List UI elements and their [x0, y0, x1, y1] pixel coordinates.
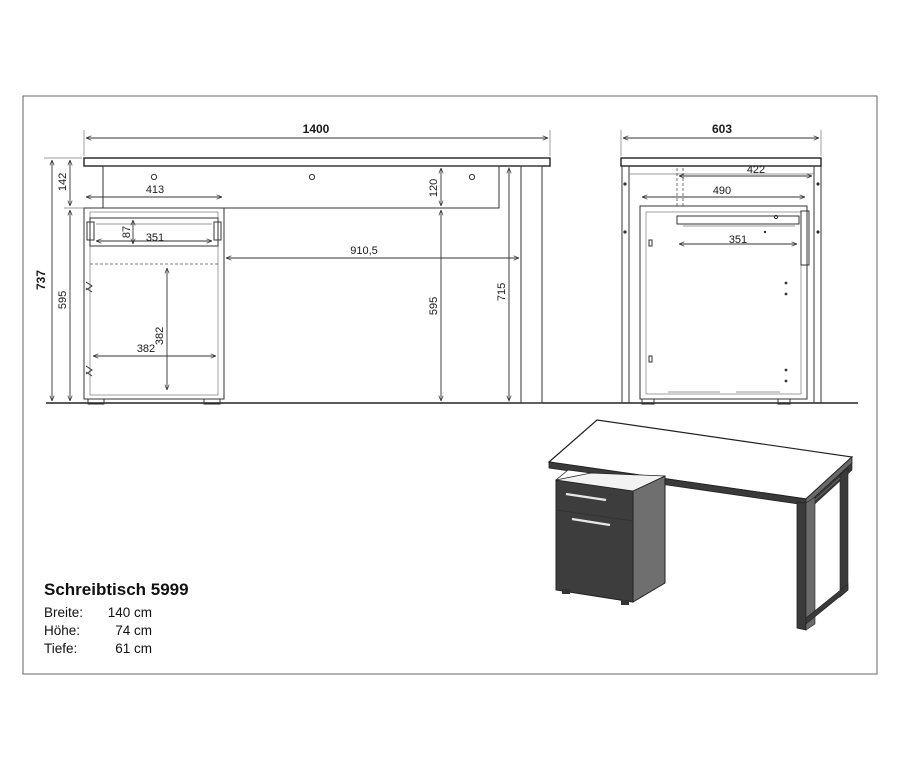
front-foot-left: [87, 398, 105, 405]
dim-width-label: 1400: [303, 122, 330, 136]
spec-row-width: Breite: 140 cm: [44, 604, 189, 622]
dim-drawer-height-label: 87: [121, 226, 133, 238]
dim-leg-height-label: 715: [496, 283, 508, 301]
dim-side-top-depth-label: 422: [747, 164, 765, 176]
front-desktop-top: [83, 157, 551, 167]
side-view: 603 422 490 351: [620, 122, 822, 405]
front-view: 1400 737 142 595 413 87 351 120 910,5 59…: [34, 122, 551, 405]
drawing-border: [22, 95, 878, 675]
front-screw-1: [150, 173, 158, 181]
spec-row-height: Höhe: 74 cm: [44, 622, 189, 640]
front-hinge-lower: [85, 365, 93, 377]
side-drawer-slide: [676, 215, 800, 225]
front-foot-right: [203, 398, 221, 405]
persp-pedestal-side: [632, 475, 666, 603]
dim-total-height-label: 737: [34, 270, 48, 290]
front-pedestal: [83, 207, 225, 400]
dim-apron-height-label: 120: [428, 179, 440, 197]
dim-depth-label: 603: [712, 122, 732, 136]
dim-door-height-label: 382: [154, 327, 166, 345]
dim-side-drawer-width-label: 351: [729, 234, 747, 246]
side-pedestal: [639, 205, 808, 400]
side-foot-front: [641, 398, 655, 405]
side-leg-frame: [621, 166, 822, 403]
front-apron: [102, 165, 500, 209]
persp-foot-left: [562, 589, 570, 594]
dim-top-band-label: 142: [57, 173, 69, 191]
front-right-leg: [520, 165, 543, 404]
perspective-view: [547, 419, 854, 631]
spec-value: 61 cm: [115, 641, 152, 656]
spec-row-depth: Tiefe: 61 cm: [44, 640, 189, 658]
dim-drawer-width-label: 351: [146, 232, 164, 244]
dim-side-inner-depth-label: 490: [713, 185, 731, 197]
product-spec-block: Schreibtisch 5999 Breite: 140 cm Höhe: 74 …: [44, 580, 189, 658]
front-hinge-upper: [85, 281, 93, 293]
front-pedestal-inner: [89, 211, 219, 396]
side-foot-back: [777, 398, 791, 405]
spec-label: Tiefe:: [44, 641, 78, 656]
persp-foot-right: [621, 600, 629, 605]
spec-value: 74 cm: [115, 623, 152, 638]
dim-pedestal-height-label: 595: [57, 291, 69, 309]
dim-pedestal-width-label: 413: [146, 184, 164, 196]
dim-knee-width-label: 910,5: [350, 245, 378, 257]
dim-door-width-label: 382: [137, 343, 155, 355]
spec-label: Höhe:: [44, 623, 81, 638]
front-screw-3: [468, 173, 476, 181]
dim-knee-height-label: 595: [428, 297, 440, 315]
front-screw-2: [308, 173, 316, 181]
product-title: Schreibtisch 5999: [44, 580, 189, 599]
spec-value: 140 cm: [107, 605, 152, 620]
front-drawer: [89, 217, 219, 247]
persp-sled-leg: [796, 501, 807, 631]
side-desktop-top: [620, 157, 822, 167]
spec-label: Breite:: [44, 605, 84, 620]
